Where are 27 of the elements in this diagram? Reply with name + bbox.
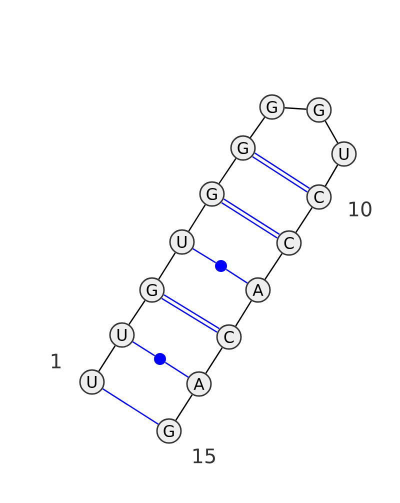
backbone-line [284, 107, 306, 110]
pair-dot [215, 260, 227, 272]
backbone-line [235, 300, 252, 327]
backbone-line [158, 252, 176, 280]
position-number: 1 [52, 354, 61, 368]
base-pair-line [102, 388, 159, 425]
backbone-line [188, 204, 206, 232]
base-pair-line [164, 362, 189, 378]
base-pair-line [226, 268, 248, 284]
backbone-line [98, 345, 116, 372]
position-number: 10 [349, 201, 372, 217]
backbone-line [295, 207, 313, 233]
backbone-line [221, 198, 280, 239]
pair-dot [154, 353, 166, 365]
base-pair-line [132, 341, 156, 356]
backbone-line [218, 158, 236, 184]
backbone-line [324, 164, 338, 186]
base-pair-line [192, 248, 216, 264]
backbone-line [175, 394, 193, 421]
backbone-line [264, 253, 283, 280]
backbone-line [252, 152, 310, 192]
backbone-line [324, 120, 338, 144]
backbone-line [205, 347, 223, 374]
backbone-line [250, 117, 266, 138]
backbone-line [128, 300, 146, 325]
position-number: 15 [193, 448, 215, 464]
backbone-line [161, 294, 220, 333]
